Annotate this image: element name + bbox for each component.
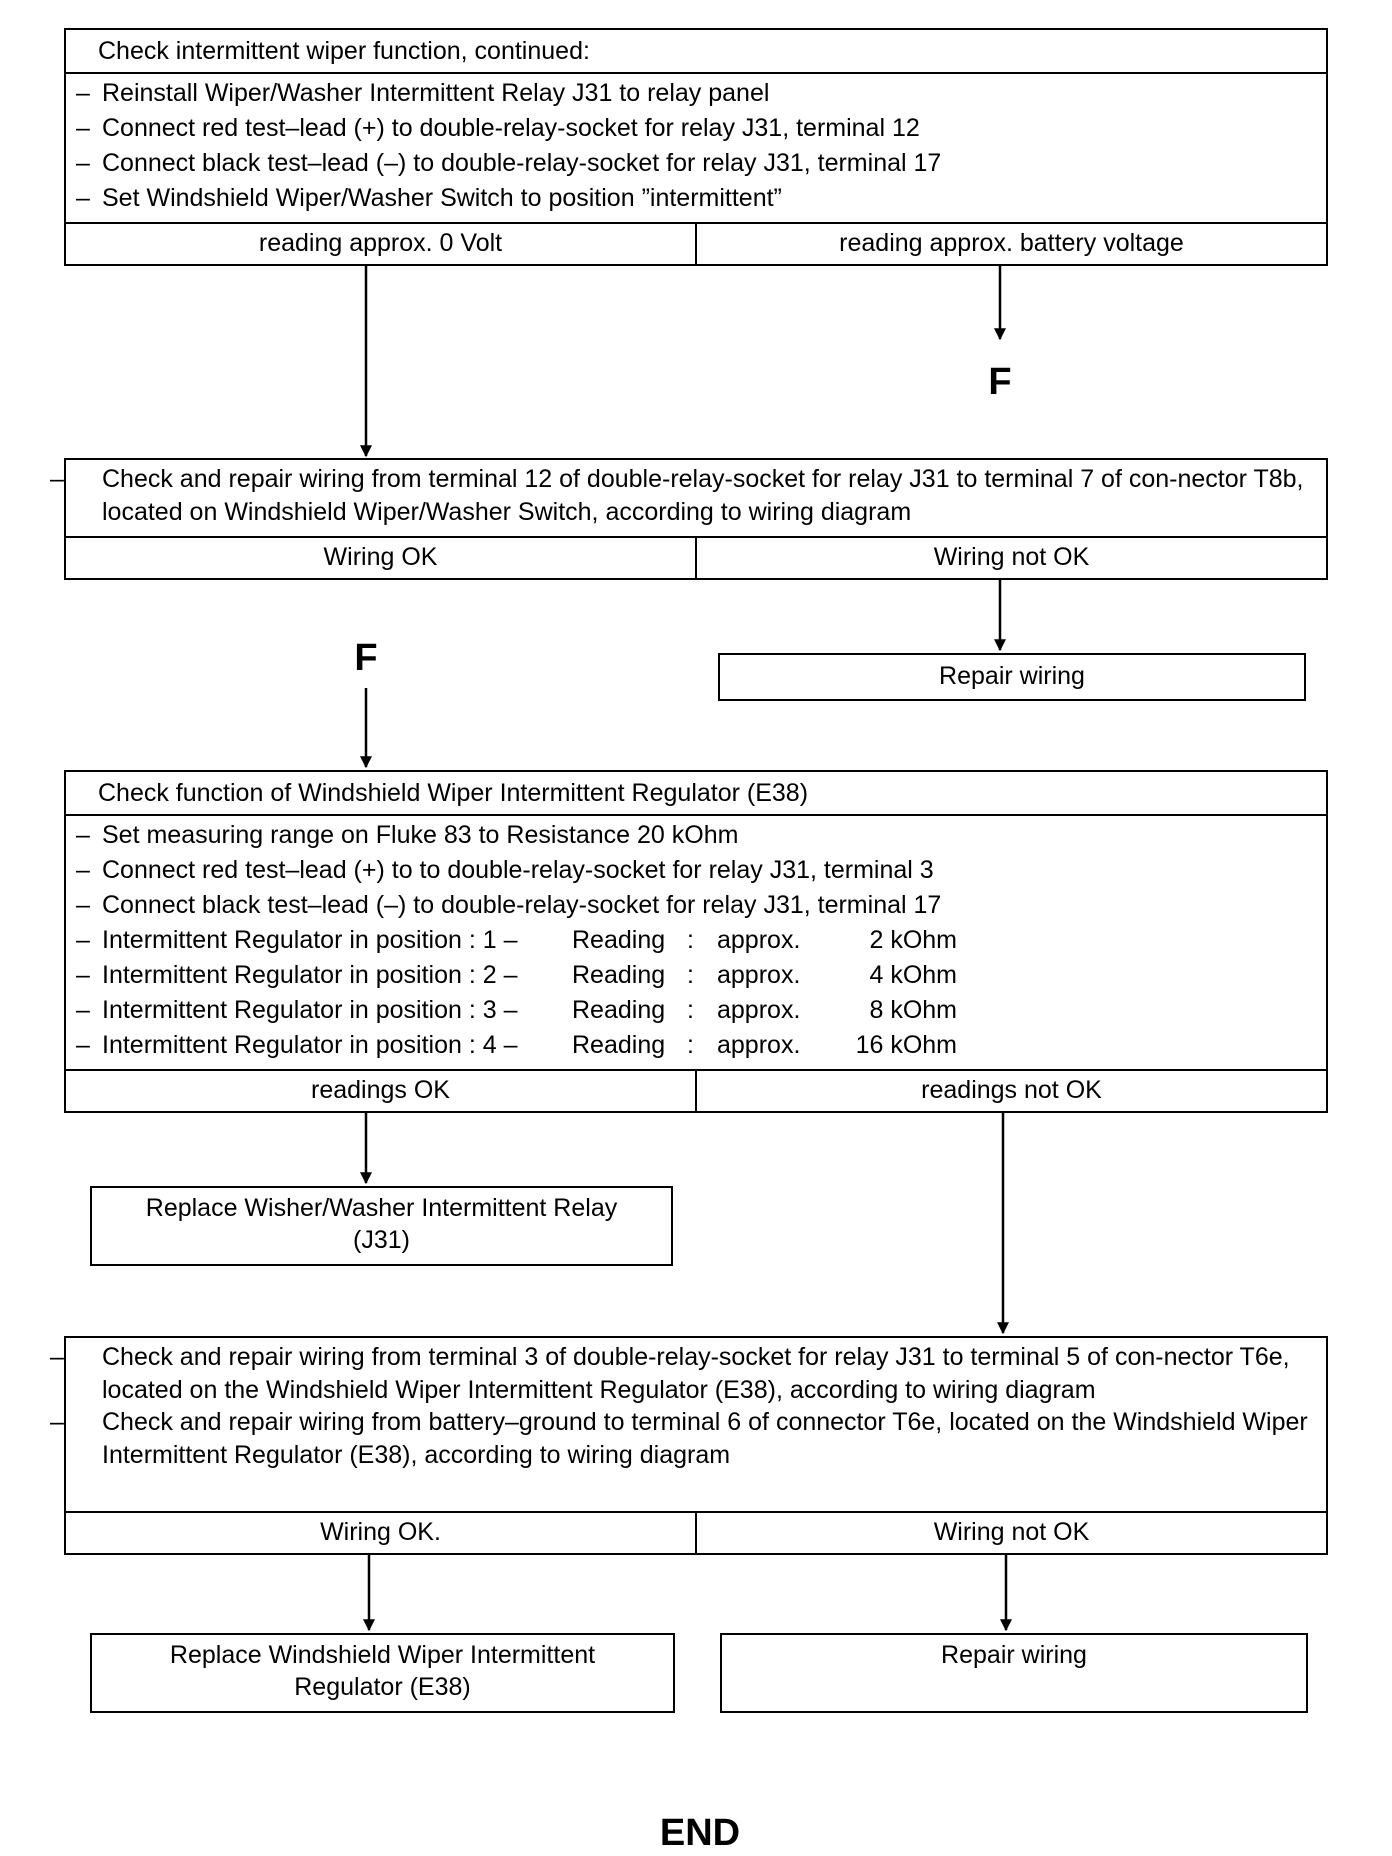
step-item: –Check and repair wiring from battery–gr… [50, 1408, 1308, 1469]
outcome-left: Wiring OK. [320, 1518, 441, 1546]
connector-F-left: F [354, 637, 378, 679]
step-item: –Connect black test–lead (–) to double-r… [76, 149, 942, 177]
outcome-left: Wiring OK [323, 543, 438, 571]
outcome-left: readings OK [311, 1076, 450, 1104]
outcome-left: reading approx. 0 Volt [258, 229, 503, 257]
step-item: –Connect red test–lead (+) to to double-… [76, 856, 934, 884]
outcome-row: Wiring OK. Wiring not OK [66, 1511, 1326, 1553]
position-reading-row: –Intermittent Regulator in position : 1 … [76, 926, 957, 954]
step-item: –Connect black test–lead (–) to double-r… [76, 891, 942, 919]
replace-regulator-result: Replace Windshield Wiper Intermittent Re… [90, 1633, 675, 1713]
position-reading-row: –Intermittent Regulator in position : 2 … [76, 961, 957, 989]
box-steps: –Set measuring range on Fluke 83 to Resi… [66, 814, 1326, 1063]
step-item: –Connect red test–lead (+) to double-rel… [76, 114, 920, 142]
outcome-row: readings OK readings not OK [66, 1069, 1326, 1111]
box-steps: –Check and repair wiring from terminal 1… [50, 460, 1326, 528]
end-label: END [659, 1812, 741, 1854]
outcome-row: reading approx. 0 Volt reading approx. b… [66, 222, 1326, 264]
outcome-row: Wiring OK Wiring not OK [66, 536, 1326, 578]
repair-wiring-result-2: Repair wiring [720, 1633, 1308, 1713]
box-header: Check function of Windshield Wiper Inter… [66, 772, 1326, 816]
box-steps: –Check and repair wiring from terminal 3… [50, 1338, 1326, 1471]
step-item: –Check and repair wiring from terminal 1… [50, 465, 1304, 526]
replace-relay-result: Replace Wisher/Washer Intermittent Relay… [90, 1186, 673, 1266]
box-steps: –Reinstall Wiper/Washer Intermittent Rel… [66, 72, 1326, 216]
step-item: –Set measuring range on Fluke 83 to Resi… [76, 821, 739, 849]
step-item: –Reinstall Wiper/Washer Intermittent Rel… [76, 79, 770, 107]
repair-wiring-result: Repair wiring [718, 653, 1306, 701]
check-wiring-T6e-box: –Check and repair wiring from terminal 3… [50, 1336, 1328, 1555]
step-item: –Check and repair wiring from terminal 3… [50, 1343, 1290, 1404]
position-reading-row: –Intermittent Regulator in position : 4 … [76, 1031, 957, 1059]
outcome-right: reading approx. battery voltage [695, 224, 1326, 264]
connector-F-right: F [988, 361, 1012, 403]
check-wiring-T8b-box: –Check and repair wiring from terminal 1… [50, 458, 1328, 580]
outcome-right: readings not OK [695, 1071, 1326, 1111]
check-regulator-E38-box: Check function of Windshield Wiper Inter… [64, 770, 1328, 1113]
box-header: Check intermittent wiper function, conti… [66, 30, 1326, 74]
outcome-right: Wiring not OK [695, 538, 1326, 578]
step-item: –Set Windshield Wiper/Washer Switch to p… [76, 184, 782, 212]
check-intermittent-wiper-box: Check intermittent wiper function, conti… [64, 28, 1328, 266]
position-reading-row: –Intermittent Regulator in position : 3 … [76, 996, 957, 1024]
outcome-right: Wiring not OK [695, 1513, 1326, 1553]
